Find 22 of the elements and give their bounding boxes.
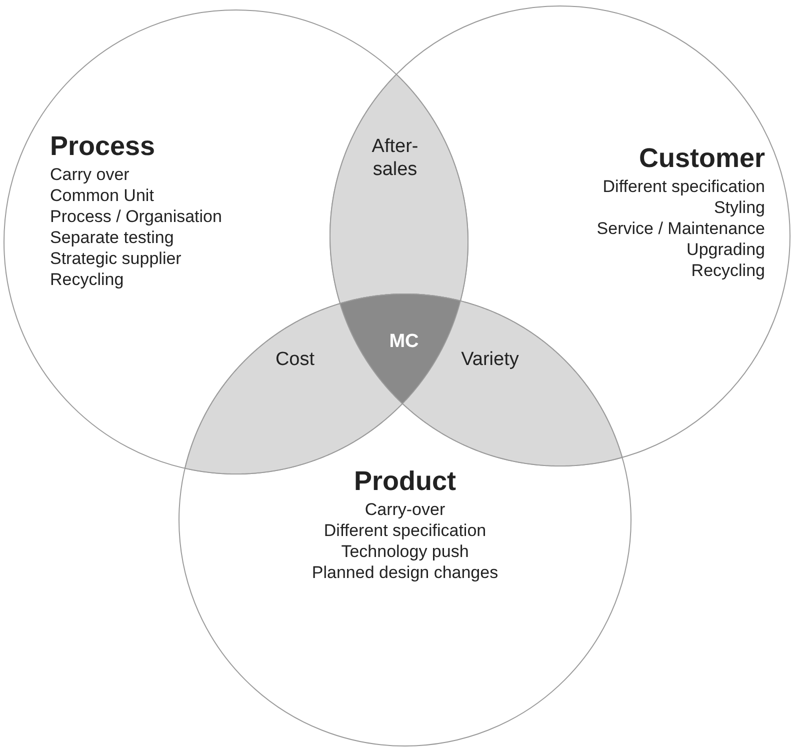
- region-label: After-sales: [370, 135, 420, 181]
- list-item: Planned design changes: [310, 562, 500, 583]
- circle-heading: Product: [352, 465, 457, 497]
- list-item: Strategic supplier: [50, 248, 182, 269]
- list-item: Carry over: [50, 164, 130, 185]
- list-item: Different specification: [602, 176, 765, 197]
- region-label: MC: [388, 330, 420, 353]
- list-item: Upgrading: [686, 239, 765, 260]
- list-item: Process / Organisation: [50, 206, 222, 227]
- list-item: Technology push: [340, 541, 470, 562]
- region-label: Variety: [460, 348, 520, 371]
- list-item: Service / Maintenance: [596, 218, 765, 239]
- circle-heading: Customer: [638, 142, 765, 174]
- list-item: Recycling: [50, 269, 124, 290]
- list-item: Recycling: [691, 260, 765, 281]
- circle-heading: Process: [50, 130, 156, 162]
- list-item: Styling: [714, 197, 765, 218]
- list-item: Separate testing: [50, 227, 174, 248]
- region-label: Cost: [274, 348, 316, 371]
- list-item: Common Unit: [50, 185, 154, 206]
- list-item: Carry-over: [364, 499, 446, 520]
- list-item: Different specification: [322, 520, 488, 541]
